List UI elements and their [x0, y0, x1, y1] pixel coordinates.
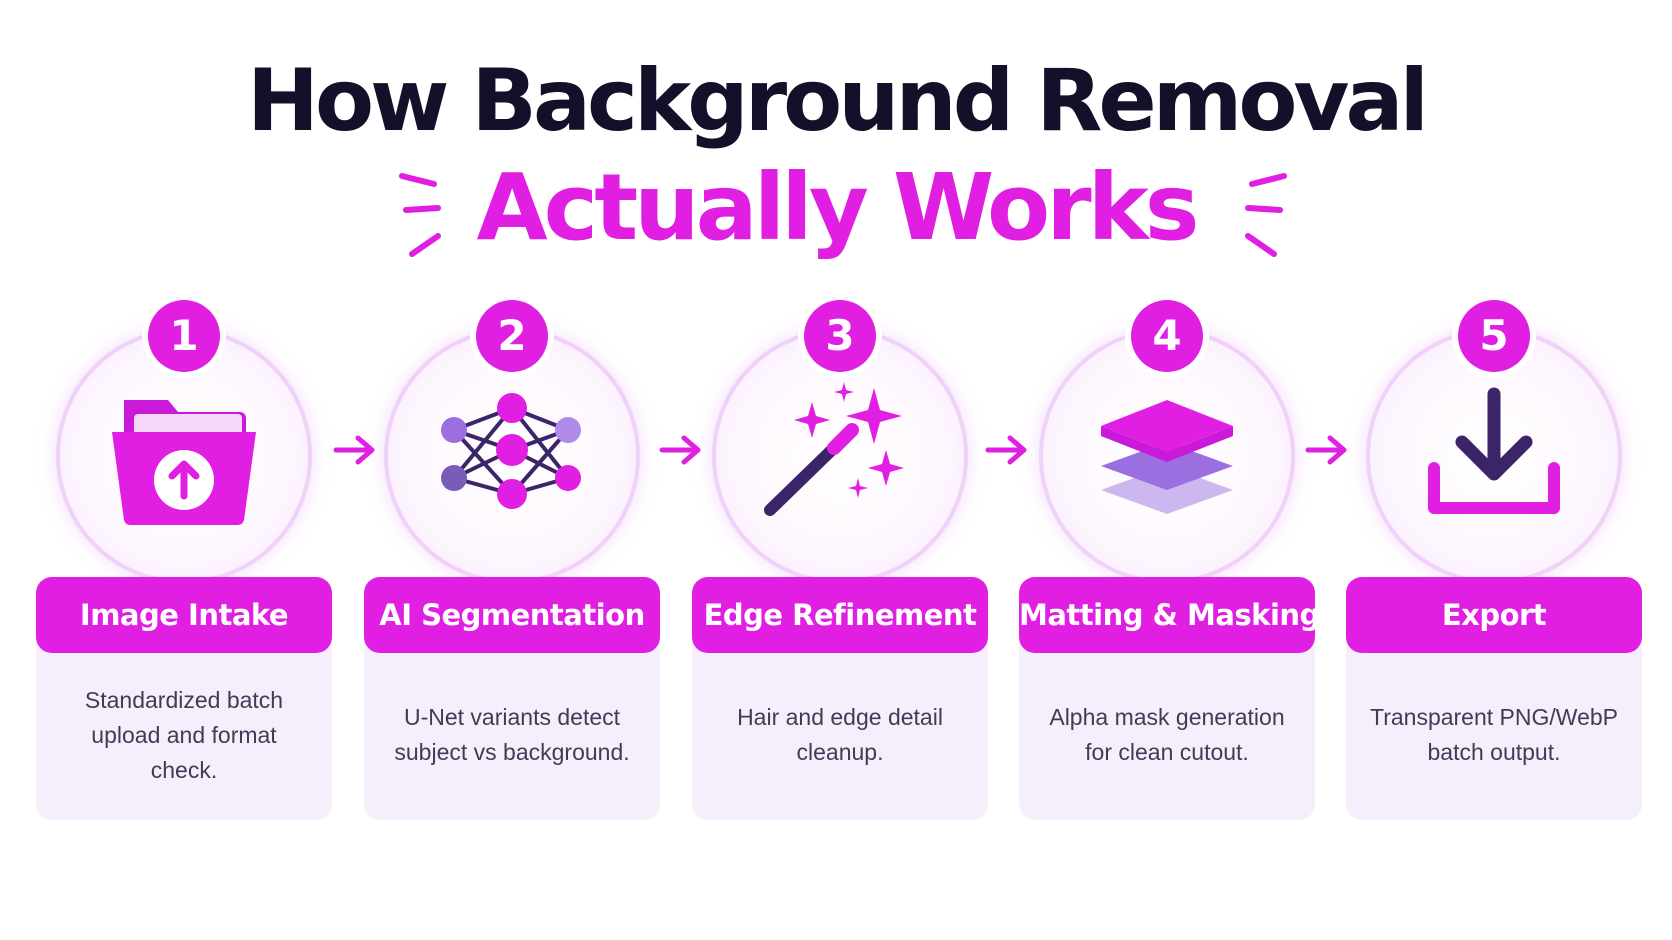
folder-upload-icon: [112, 400, 256, 526]
step-title: Edge Refinement: [692, 577, 988, 653]
neural-network-icon: [441, 393, 581, 509]
title-line-2: Actually Works: [476, 154, 1199, 261]
step-number-badge: 3: [804, 300, 876, 372]
step-description: Hair and edge detail cleanup.: [737, 704, 943, 765]
step-description: Standardized batch upload and format che…: [84, 686, 284, 783]
step-edge-refinement: 3 Edge Refinement Hair and edge detail c…: [692, 300, 988, 830]
step-export: 5 Export Transparent PNG/WebP batch outp…: [1346, 300, 1642, 830]
arrow-right-icon: [985, 435, 1027, 465]
step-description: U-Net variants detect subject vs backgro…: [394, 704, 630, 765]
left-sparkle-lines-icon: [399, 173, 441, 257]
step-description: Alpha mask generation for clean cutout.: [1049, 704, 1285, 765]
step-title: AI Segmentation: [364, 577, 660, 653]
step-number-badge: 1: [148, 300, 220, 372]
step-number-badge: 4: [1131, 300, 1203, 372]
step-number-badge: 5: [1458, 300, 1530, 372]
step-image-intake: 1 Image Intake Standardized batch upload…: [36, 300, 332, 830]
step-description: Transparent PNG/WebP batch output.: [1370, 704, 1618, 765]
step-number-badge: 2: [476, 300, 548, 372]
arrow-right-icon: [1305, 435, 1347, 465]
arrow-right-icon: [333, 435, 375, 465]
step-matting-masking: 4 Matting & Masking Alpha mask generatio…: [1019, 300, 1320, 830]
magic-wand-icon: [764, 382, 904, 516]
arrow-right-icon: [659, 435, 701, 465]
step-title: Image Intake: [36, 577, 332, 653]
layers-icon: [1101, 400, 1233, 514]
right-sparkle-lines-icon: [1245, 173, 1287, 257]
title-line-1: How Background Removal: [246, 51, 1429, 151]
step-title: Export: [1346, 577, 1642, 653]
step-ai-segmentation: 2 AI Segmentation U-Net variants detect …: [364, 300, 660, 830]
step-title: Matting & Masking: [1019, 577, 1320, 653]
download-icon: [1428, 387, 1560, 514]
